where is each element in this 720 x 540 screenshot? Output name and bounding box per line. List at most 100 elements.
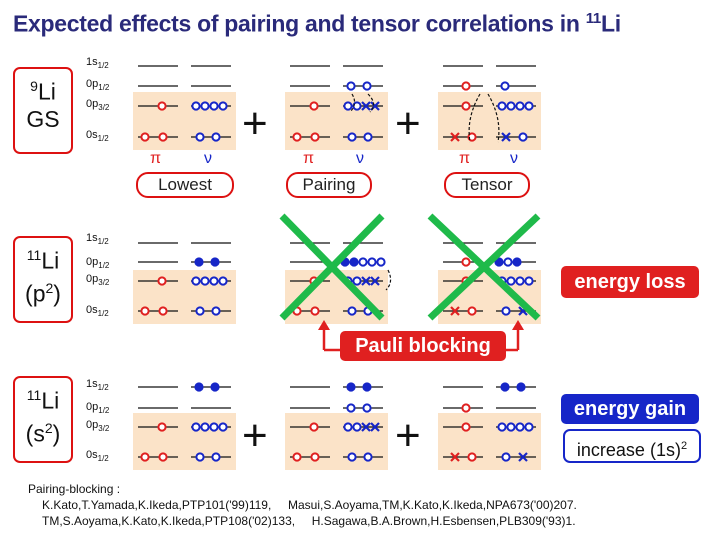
core-nucleon xyxy=(310,132,320,142)
references: Pairing-blocking :K.Kato,T.Yamada,K.Iked… xyxy=(28,482,577,528)
nucleus-label-11li-p2: 11Li (p2) xyxy=(13,236,73,323)
core-nucleon xyxy=(200,276,210,286)
core-nucleon xyxy=(497,101,507,111)
occupied-band xyxy=(285,92,388,150)
hole-icon xyxy=(450,452,460,462)
core-nucleon xyxy=(503,257,513,267)
core-nucleon xyxy=(501,452,511,462)
level-label-0p32: 0p3/2 xyxy=(86,98,110,113)
neutron-symbol: ν xyxy=(510,150,518,167)
core-nucleon xyxy=(346,81,356,91)
core-nucleon xyxy=(157,101,167,111)
level-label-0p12: 0p1/2 xyxy=(86,78,110,93)
hole-icon xyxy=(370,276,380,286)
hole-icon xyxy=(518,452,528,462)
core-nucleon xyxy=(292,452,302,462)
proton-symbol: π xyxy=(150,150,162,167)
core-nucleon xyxy=(518,132,528,142)
core-nucleon xyxy=(347,452,357,462)
core-nucleon xyxy=(218,276,228,286)
hole-icon xyxy=(361,276,371,286)
occupied-band xyxy=(285,413,388,470)
core-nucleon xyxy=(461,257,471,267)
valence-nucleon xyxy=(349,257,359,267)
config-label-lowest: Lowest xyxy=(136,172,234,198)
core-nucleon xyxy=(461,81,471,91)
core-nucleon xyxy=(467,132,477,142)
core-nucleon xyxy=(211,306,221,316)
core-nucleon xyxy=(158,452,168,462)
core-nucleon xyxy=(140,452,150,462)
core-nucleon xyxy=(191,422,201,432)
core-nucleon xyxy=(343,101,353,111)
nucleus-label-9li-gs: 9Li GS xyxy=(13,67,73,154)
valence-nucleon xyxy=(194,382,204,392)
neutron-symbol: ν xyxy=(204,150,212,167)
proton-symbol: π xyxy=(459,150,471,167)
config-label-pairing: Pairing xyxy=(286,172,372,198)
core-nucleon xyxy=(501,306,511,316)
core-nucleon xyxy=(158,132,168,142)
core-nucleon xyxy=(158,306,168,316)
core-nucleon xyxy=(195,306,205,316)
core-nucleon xyxy=(506,276,516,286)
core-nucleon xyxy=(140,132,150,142)
valence-nucleon xyxy=(194,257,204,267)
hole-icon xyxy=(361,422,371,432)
core-nucleon xyxy=(218,101,228,111)
plus-sign: + xyxy=(242,411,268,460)
core-nucleon xyxy=(515,422,525,432)
core-nucleon xyxy=(363,132,373,142)
level-label-0p32: 0p3/2 xyxy=(86,273,110,288)
energy-gain-label: energy gain xyxy=(561,394,699,424)
hole-icon xyxy=(501,132,511,142)
core-nucleon xyxy=(467,306,477,316)
occupied-band xyxy=(133,270,236,324)
occupied-band xyxy=(133,413,236,470)
valence-nucleon xyxy=(516,382,526,392)
valence-nucleon xyxy=(362,382,372,392)
plus-sign: + xyxy=(395,411,421,460)
hole-icon xyxy=(370,422,380,432)
core-nucleon xyxy=(363,452,373,462)
core-nucleon xyxy=(515,101,525,111)
core-nucleon xyxy=(157,276,167,286)
level-label-0s12: 0s1/2 xyxy=(86,129,109,144)
core-nucleon xyxy=(506,101,516,111)
core-nucleon xyxy=(352,422,362,432)
core-nucleon xyxy=(352,276,362,286)
level-label-0s12: 0s1/2 xyxy=(86,449,109,464)
config-label-tensor: Tensor xyxy=(444,172,530,198)
level-label-0p32: 0p3/2 xyxy=(86,419,110,434)
core-nucleon xyxy=(497,422,507,432)
valence-nucleon xyxy=(210,382,220,392)
core-nucleon xyxy=(140,306,150,316)
core-nucleon xyxy=(524,422,534,432)
core-nucleon xyxy=(310,452,320,462)
core-nucleon xyxy=(211,132,221,142)
core-nucleon xyxy=(157,422,167,432)
page-title: Expected effects of pairing and tensor c… xyxy=(13,10,621,37)
blocked-cross-icon xyxy=(427,213,541,321)
core-nucleon xyxy=(461,403,471,413)
core-nucleon xyxy=(209,276,219,286)
core-nucleon xyxy=(200,101,210,111)
core-nucleon xyxy=(209,422,219,432)
pair-scatter-arrow xyxy=(367,93,375,113)
valence-nucleon xyxy=(500,382,510,392)
core-nucleon xyxy=(209,101,219,111)
plus-sign: + xyxy=(395,99,421,148)
core-nucleon xyxy=(309,101,319,111)
pauli-arrow-up-icon xyxy=(512,320,524,330)
level-label-0s12: 0s1/2 xyxy=(86,304,109,319)
core-nucleon xyxy=(191,101,201,111)
level-label-1s12: 1s1/2 xyxy=(86,56,109,71)
hole-icon xyxy=(361,101,371,111)
core-nucleon xyxy=(362,403,372,413)
core-nucleon xyxy=(195,452,205,462)
core-nucleon xyxy=(346,403,356,413)
core-nucleon xyxy=(367,257,377,267)
core-nucleon xyxy=(343,422,353,432)
tensor-excitation-arrow xyxy=(487,93,500,143)
